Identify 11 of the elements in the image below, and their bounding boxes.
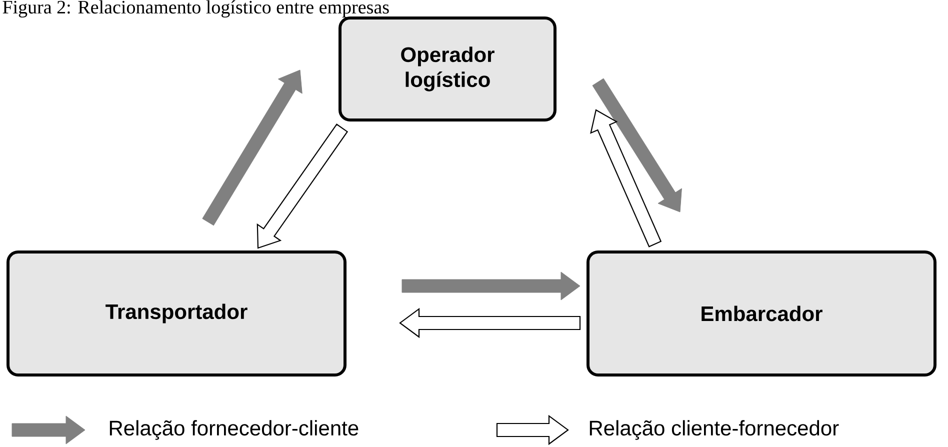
- legend-label: Relação fornecedor-cliente: [110, 420, 358, 440]
- block-arrow: [202, 70, 302, 226]
- process-box: Operador logístico: [338, 16, 556, 122]
- block-arrow: [592, 78, 682, 212]
- figure-title: Figura 2: Relacionamento logístico entre empresas: [2, 0, 389, 18]
- block-arrow: [399, 308, 581, 338]
- block-arrow: [256, 124, 348, 249]
- process-box: Transportador: [6, 250, 346, 376]
- process-box: Embarcador: [586, 250, 936, 376]
- legend-label: Relação cliente-fornecedor: [590, 420, 839, 440]
- block-arrow: [402, 272, 580, 300]
